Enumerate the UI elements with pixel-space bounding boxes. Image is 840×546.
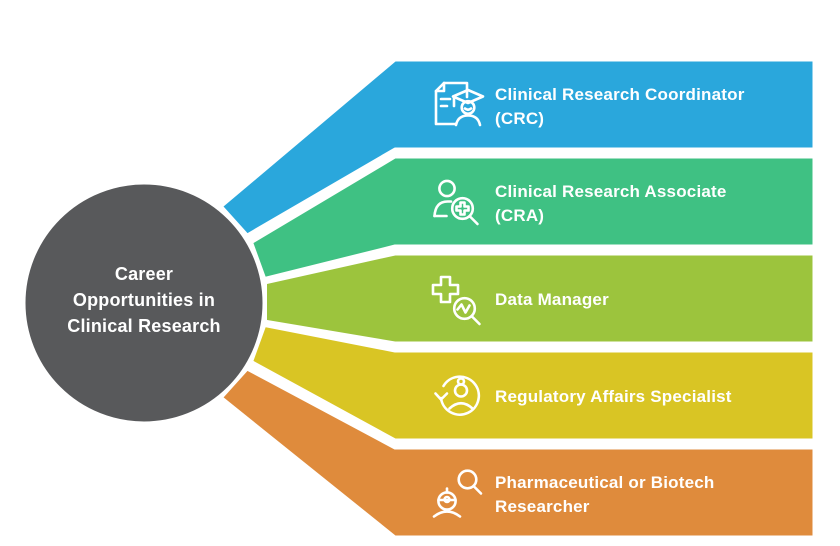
center-title-line2: Opportunities in <box>73 290 215 310</box>
branch-cra-label-line2: (CRA) <box>495 206 544 225</box>
branch-cra <box>250 155 816 280</box>
branch-crc-label-line2: (CRC) <box>495 109 544 128</box>
center-title-line1: Career <box>115 264 173 284</box>
branch-crc <box>219 58 816 237</box>
medical-cross-magnifier-chart-icon <box>431 275 481 326</box>
person-magnifier-medical-icon <box>433 179 479 226</box>
branch-crc-label-line1: Clinical Research Coordinator <box>495 85 745 104</box>
branch-researcher <box>219 367 816 539</box>
branch-researcher-label-line2: Researcher <box>495 497 590 516</box>
branch-regulatory-label: Regulatory Affairs Specialist <box>495 387 732 406</box>
center-title-line3: Clinical Research <box>67 316 220 336</box>
center-circle <box>22 181 266 425</box>
branch-researcher-label-line1: Pharmaceutical or Biotech <box>495 473 714 492</box>
branch-regulatory <box>250 324 816 442</box>
branch-data-manager-label: Data Manager <box>495 290 609 309</box>
researcher-magnifier-icon <box>432 469 483 518</box>
branch-data-manager <box>264 252 816 345</box>
branch-cra-label-line1: Clinical Research Associate <box>495 182 727 201</box>
document-graduate-icon <box>434 81 485 127</box>
cycle-arrow-person-icon <box>434 375 481 416</box>
